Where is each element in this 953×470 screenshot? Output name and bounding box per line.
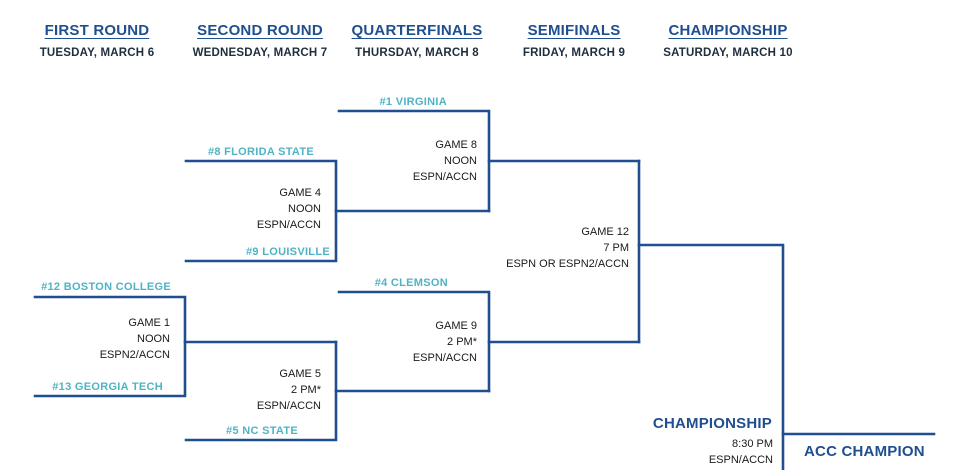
game-name: GAME 5 <box>279 368 321 380</box>
round-date: WEDNESDAY, MARCH 7 <box>192 47 328 59</box>
round-date: THURSDAY, MARCH 8 <box>355 47 479 59</box>
championship-info: 8:30 PM ESPN/ACCN <box>623 436 773 468</box>
round-header-second: SECOND ROUND WEDNESDAY, MARCH 7 <box>185 22 335 59</box>
bracket-game-1 <box>33 295 187 398</box>
game-9-info: GAME 9 2 PM* ESPN/ACCN <box>327 318 477 366</box>
round-title: SEMIFINALS <box>527 22 621 39</box>
game-time: 2 PM* <box>447 336 477 348</box>
championship-title: CHAMPIONSHIP <box>652 415 772 432</box>
round-date: FRIDAY, MARCH 9 <box>522 47 626 59</box>
game-network: ESPN/ACCN <box>412 352 477 364</box>
game-4-info: GAME 4 NOON ESPN/ACCN <box>171 185 321 233</box>
game-network: ESPN/ACCN <box>256 219 321 231</box>
game-name: GAME 4 <box>279 187 321 199</box>
team-virginia: #1 VIRGINIA <box>379 96 447 108</box>
round-header-semifinals: SEMIFINALS FRIDAY, MARCH 9 <box>499 22 649 59</box>
round-title: SECOND ROUND <box>197 22 323 39</box>
game-network: ESPN OR ESPN2/ACCN <box>506 258 629 270</box>
acc-champion-label: ACC CHAMPION <box>804 443 925 460</box>
team-nc-state: #5 NC STATE <box>226 425 298 437</box>
round-date: SATURDAY, MARCH 10 <box>663 47 793 59</box>
game-time: NOON <box>444 155 477 167</box>
game-network: ESPN2/ACCN <box>99 349 170 361</box>
team-louisville: #9 LOUISVILLE <box>246 246 330 258</box>
bracket-game-8 <box>337 109 491 213</box>
bracket-game-12-out <box>637 243 785 470</box>
round-title: CHAMPIONSHIP <box>668 22 788 39</box>
round-header-quarterfinals: QUARTERFINALS THURSDAY, MARCH 8 <box>342 22 492 59</box>
round-date: TUESDAY, MARCH 6 <box>39 47 155 59</box>
game-network: ESPN/ACCN <box>256 400 321 412</box>
round-title: FIRST ROUND <box>44 22 150 39</box>
game-network: ESPN/ACCN <box>412 171 477 183</box>
game-network: ESPN/ACCN <box>708 454 773 466</box>
game-name: GAME 12 <box>581 226 629 238</box>
game-5-info: GAME 5 2 PM* ESPN/ACCN <box>171 366 321 414</box>
round-title: QUARTERFINALS <box>351 22 483 39</box>
bracket-game-9 <box>337 290 491 393</box>
round-header-first: FIRST ROUND TUESDAY, MARCH 6 <box>22 22 172 59</box>
game-time: 7 PM <box>603 242 629 254</box>
bracket-game-5 <box>184 340 338 442</box>
game-time: NOON <box>137 333 170 345</box>
game-time: 8:30 PM <box>732 438 773 450</box>
game-name: GAME 8 <box>435 139 477 151</box>
round-header-championship: CHAMPIONSHIP SATURDAY, MARCH 10 <box>653 22 803 59</box>
game-time: NOON <box>288 203 321 215</box>
team-clemson: #4 CLEMSON <box>374 277 448 289</box>
team-boston-college: #12 BOSTON COLLEGE <box>41 281 171 293</box>
game-time: 2 PM* <box>291 384 321 396</box>
game-name: GAME 1 <box>128 317 170 329</box>
game-1-info: GAME 1 NOON ESPN2/ACCN <box>20 315 170 363</box>
game-12-info: GAME 12 7 PM ESPN OR ESPN2/ACCN <box>479 224 629 272</box>
team-georgia-tech: #13 GEORGIA TECH <box>52 381 163 393</box>
team-florida-state: #8 FLORIDA STATE <box>207 146 314 158</box>
game-name: GAME 9 <box>435 320 477 332</box>
game-8-info: GAME 8 NOON ESPN/ACCN <box>327 137 477 185</box>
